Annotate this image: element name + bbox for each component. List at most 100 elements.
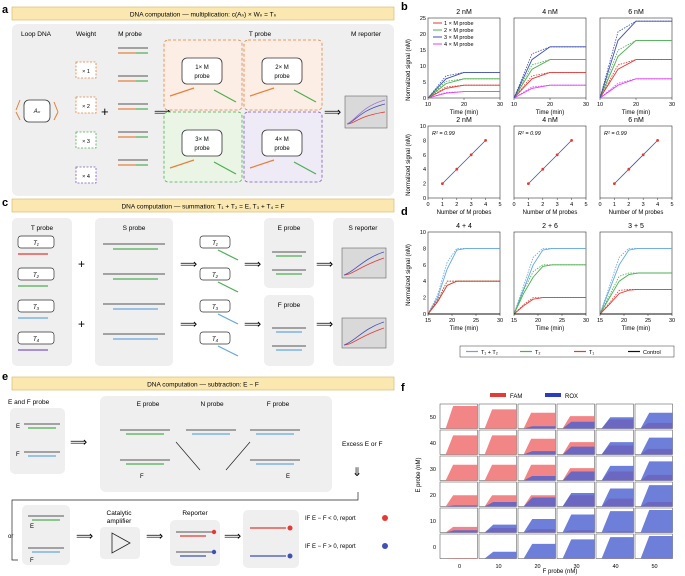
heatmap-cell (479, 404, 517, 429)
weight-label-3: × 3 (82, 139, 90, 145)
heatmap-cell (479, 534, 517, 559)
r-squared-label: R² = 0.99 (604, 131, 627, 137)
chart-b-bottom-3: 6 nM012345Number of M probesR² = 0.99 (598, 117, 673, 216)
amplifier-label-1: Catalytic (107, 510, 133, 517)
x-tick-label: 0 (426, 202, 429, 208)
chart-title: 2 nM (456, 117, 472, 124)
header-s-probe: S probe (123, 225, 146, 232)
heatmap-cell (518, 482, 556, 507)
header-t-probe-c: T probe (31, 225, 54, 232)
d-legend-item-4: Control (643, 350, 661, 356)
heatmap-cell (440, 430, 478, 455)
reporter-box (170, 520, 220, 566)
y-tick-label: 0 (423, 196, 426, 202)
data-point (441, 182, 444, 185)
label-e-left: E (16, 424, 20, 430)
header-m-probe: M probe (118, 31, 142, 38)
label-or: or (8, 534, 13, 540)
x-tick-label: 30 (583, 102, 589, 108)
x-tick-label: 20 (633, 102, 639, 108)
arrow-e1: ⟹ (70, 435, 87, 449)
y-tick-label: 6 (423, 263, 426, 269)
header-loop-dna: Loop DNA (21, 31, 52, 38)
heatmap-cell (557, 482, 595, 507)
header-m-reporter: M reporter (351, 31, 382, 38)
chart-b-top-2: 4 nM102030Time (min) (511, 9, 589, 116)
data-point (541, 168, 544, 171)
b-legend-item-4: 4 × M probe (444, 42, 474, 48)
t-probe-label-1: 1× M (195, 65, 209, 71)
x-axis-label: Time (min) (450, 110, 478, 116)
panel-e: DNA computation — subtraction: E − F E a… (8, 377, 394, 568)
chart-d-3: 3 + 515202530Time (min) (597, 223, 675, 332)
panel-label-c: c (2, 197, 8, 209)
r-squared-label: R² = 0.99 (432, 131, 455, 137)
x-tick-label: 3 (556, 202, 559, 208)
c-complex-label-1: T₁ (212, 241, 218, 247)
heatmap-cell (596, 404, 634, 429)
heatmap-cell (557, 404, 595, 429)
arrow-e3: ⟹ (146, 529, 163, 543)
label-e-bottom: E (30, 524, 34, 530)
x-tick-label: 20 (547, 102, 553, 108)
f-xlabel: F probe (nM) (543, 569, 578, 575)
b-legend-item-2: 2 × M probe (444, 28, 474, 34)
panel-b: Normalized signal (nM) Normalized signal… (406, 9, 675, 216)
banner-text-c: DNA computation — summation: T₁ + T₂ = E… (121, 204, 284, 211)
x-tick-label: 2 (541, 202, 544, 208)
t-probe-loop-3 (182, 130, 222, 156)
d-legend-item-3: T₁ (589, 350, 594, 356)
banner-text-a: DNA computation — multiplication: c(Aₙ) … (130, 12, 277, 19)
heatmap-cell (479, 482, 517, 507)
y-tick-label: 2 (423, 182, 426, 188)
y-tick-label: 10 (420, 124, 426, 130)
heatmap-cell (596, 430, 634, 455)
heatmap-cell-frame (440, 534, 478, 559)
y-tick-label: 6 (423, 153, 426, 159)
data-point (570, 139, 573, 142)
label-f-bottom: F (30, 558, 34, 564)
heatmap-cell (635, 456, 673, 481)
data-point (656, 139, 659, 142)
x-tick-label: 20 (449, 318, 455, 324)
c-t-probe-label-1: T₁ (33, 241, 39, 247)
c-complex-label-4: T₄ (212, 337, 219, 343)
chart-title: 4 + 4 (456, 223, 472, 230)
y-tick-label: 5 (423, 80, 426, 86)
x-tick-label: 4 (570, 202, 573, 208)
data-point (484, 139, 487, 142)
data-point (627, 168, 630, 171)
panel-a: DNA computation — multiplication: c(Aₙ) … (12, 7, 394, 196)
x-tick-label: 15 (511, 318, 517, 324)
x-tick-label: 25 (559, 318, 565, 324)
x-tick-label: 1 (613, 202, 616, 208)
heatmap-cell (635, 534, 673, 559)
heatmap-cell (635, 482, 673, 507)
x-tick-label: 4 (484, 202, 487, 208)
data-point (455, 168, 458, 171)
chart-b-top-3: 6 nM102030Time (min) (597, 9, 675, 116)
x-tick-label: 4 (656, 202, 659, 208)
label-f-left: F (16, 452, 20, 458)
rule-negative: IF E − F < 0, report (305, 516, 356, 522)
data-point (527, 182, 530, 185)
arrow-c4: ⟹ (244, 317, 261, 331)
heatmap-cell (557, 456, 595, 481)
x-tick-label: 30 (497, 318, 503, 324)
t-probe-loop-2 (262, 58, 302, 84)
m-reporter-plot (345, 96, 387, 128)
y-tick-label: 4 (423, 279, 426, 285)
x-axis-label: Time (min) (450, 326, 478, 332)
banner-text-e: DNA computation — subtraction: E − F (147, 382, 259, 389)
panel-label-b: b (401, 1, 408, 13)
heatmap-cell (440, 456, 478, 481)
heatmap-cell (518, 456, 556, 481)
x-tick-label: 5 (670, 202, 673, 208)
heatmap-cell (518, 534, 556, 559)
x-axis-label: Number of M probes (609, 210, 664, 216)
plus-sign-a: + (101, 104, 109, 119)
x-tick-label: 0 (598, 202, 601, 208)
heatmap-cell (440, 534, 478, 559)
heatmap-cell (440, 508, 478, 533)
x-tick-label: 2 (455, 202, 458, 208)
